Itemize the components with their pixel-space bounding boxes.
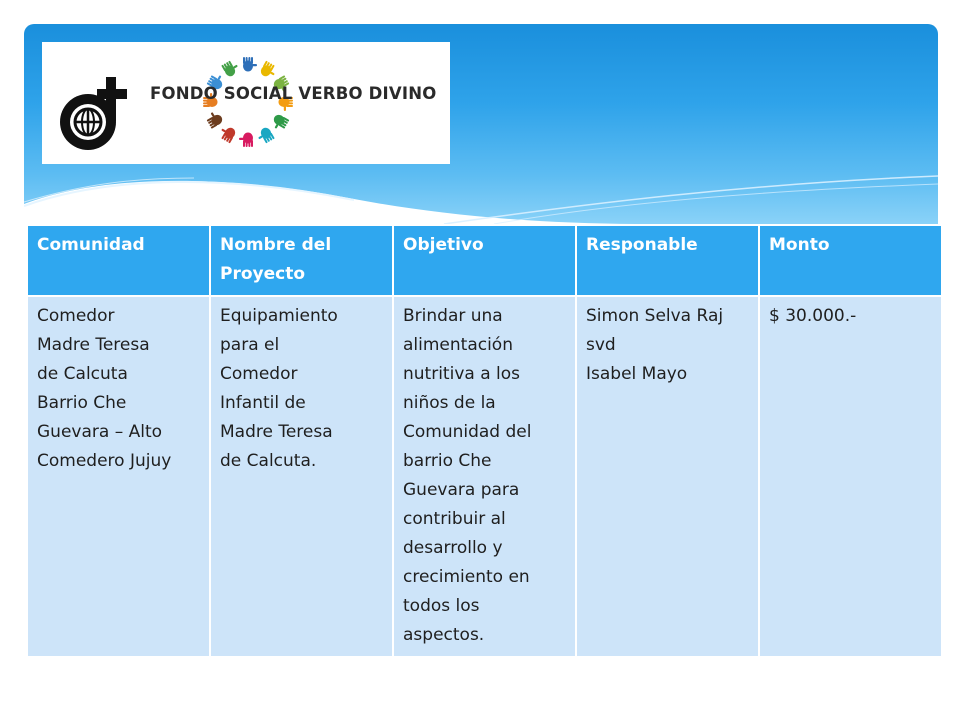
logo-text: FONDO SOCIAL VERBO DIVINO <box>150 84 437 103</box>
hand-icon <box>221 127 236 144</box>
hand-icon <box>243 57 257 72</box>
hand-icon <box>206 75 223 90</box>
header-comunidad: Comunidad <box>26 224 211 297</box>
hands-circle-icon <box>203 57 293 147</box>
cell-responsable: Simon Selva Raj svd Isabel Mayo <box>575 295 760 658</box>
hand-icon <box>203 93 218 107</box>
hand-icon <box>273 75 290 92</box>
globe-cross-emblem-icon <box>60 77 127 150</box>
header-nombre-proyecto: Nombre del Proyecto <box>209 224 394 297</box>
cell-objetivo: Brindar una alimentación nutritiva a los… <box>392 295 577 658</box>
hand-icon <box>278 97 293 111</box>
wave-decoration <box>24 175 938 224</box>
hand-icon <box>221 60 238 77</box>
cell-monto: $ 30.000.- <box>758 295 943 658</box>
hand-icon <box>273 114 290 129</box>
header-monto: Monto <box>758 224 943 297</box>
cell-nombre-proyecto: Equipamiento para el Comedor Infantil de… <box>209 295 394 658</box>
header-responsable: Responable <box>575 224 760 297</box>
hand-icon <box>258 127 275 144</box>
table-row: Comedor Madre Teresa de Calcuta Barrio C… <box>26 295 943 658</box>
table-header-row: Comunidad Nombre del Proyecto Objetivo R… <box>26 224 943 297</box>
hand-icon <box>206 112 223 129</box>
hand-icon <box>239 132 253 147</box>
cell-comunidad: Comedor Madre Teresa de Calcuta Barrio C… <box>26 295 211 658</box>
hand-icon <box>260 60 275 77</box>
header-objetivo: Objetivo <box>392 224 577 297</box>
project-table: Comunidad Nombre del Proyecto Objetivo R… <box>26 224 943 658</box>
